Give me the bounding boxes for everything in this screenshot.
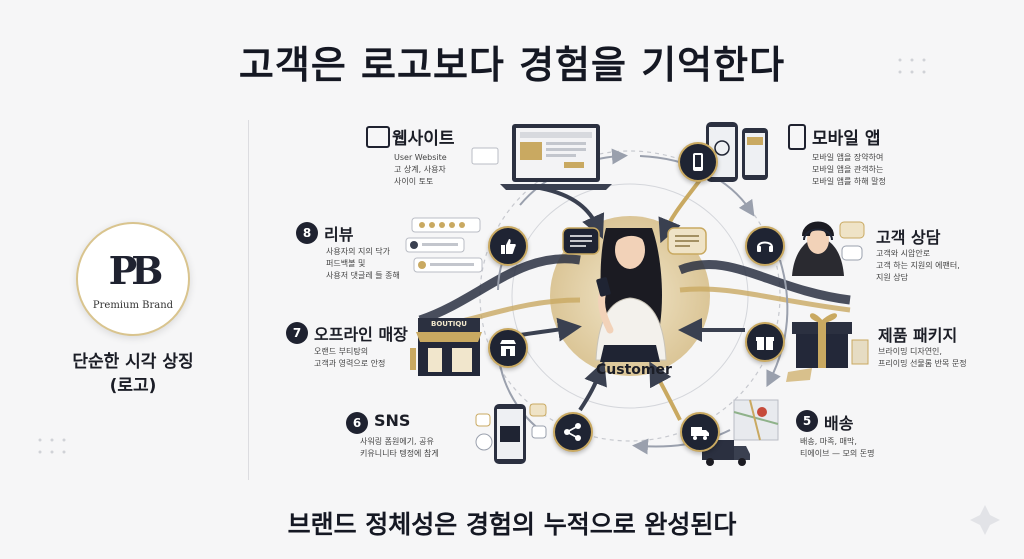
store-sign: BOUTIQU <box>431 320 467 328</box>
sns-phone-illustration <box>475 403 547 464</box>
decor-dots <box>38 58 926 454</box>
page-title: 고객은 로고보다 경험을 기억한다 <box>238 43 786 87</box>
package-desc: 브라이밍 디자연인, 프리이밍 선물롬 반목 문정 <box>878 347 967 368</box>
smartphone-icon <box>693 153 703 171</box>
flow-ribbon-right-gold <box>679 286 851 313</box>
offline-desc: 오랜드 부티탕의 고객과 영력으로 안정 <box>314 347 386 368</box>
website-desc: User Website 고 상계, 사용자 사이이 토토 <box>394 153 447 186</box>
logo-caption: 단순한 시각 상징 (로고) <box>72 352 194 396</box>
outer-orbit <box>479 150 781 442</box>
mobile-desc: 모바일 앱을 장약하여 모바일 앱을 관객하는 모바일 앱를 하해 말정 <box>812 153 886 186</box>
thumbs-up-icon <box>501 239 516 254</box>
delivery-illustration <box>702 399 779 466</box>
support-desc: 고객와 시압안로 고객 하는 지원의 에팬터, 지원 상담 <box>876 249 960 282</box>
spoke-sns <box>578 360 607 412</box>
review-node[interactable] <box>488 226 528 266</box>
customer-figure <box>595 228 667 362</box>
sns-label: SNS <box>374 411 411 430</box>
sns-desc: 사워링 폼원에기, 공유 키유니니타 텡정에 참게 <box>360 437 439 458</box>
share-icon <box>564 423 581 441</box>
spoke-delivery <box>649 361 682 421</box>
boutique-store-illustration <box>410 318 482 376</box>
spoke-offline <box>519 317 582 342</box>
delivery-badge: 5 <box>796 410 818 432</box>
flow-ribbon-right <box>678 260 851 305</box>
website-label: 웹사이트 <box>392 129 455 149</box>
chat-bubble-right-icon <box>667 227 707 255</box>
divider <box>248 120 249 480</box>
review-cards-illustration <box>405 217 483 273</box>
delivery-label: 배송 <box>824 414 854 433</box>
storefront-icon <box>500 340 516 356</box>
brand-logo: PB Premium Brand <box>76 222 190 336</box>
logo-mark: PB <box>108 248 164 293</box>
delivery-desc: 배송, 마족, 매막, 티에이브 — 모의 돈명 <box>800 437 875 458</box>
monitor-icon <box>366 126 390 148</box>
spoke-website <box>539 186 605 239</box>
mobile-node[interactable] <box>678 142 718 182</box>
spoke-mobile <box>658 178 702 244</box>
sns-node[interactable] <box>553 412 593 452</box>
review-desc: 사용자의 지의 닥가 퍼드백볼 및 사용저 댓글레 들 종해 <box>326 247 400 280</box>
review-badge: 8 <box>296 222 318 244</box>
review-label: 리뷰 <box>324 225 354 244</box>
package-label: 제품 패키지 <box>878 326 958 345</box>
gift-icon <box>756 337 774 350</box>
chat-bubble-left-icon <box>562 227 600 255</box>
package-node[interactable] <box>745 322 785 362</box>
support-node[interactable] <box>745 226 785 266</box>
flow-ribbon-left <box>418 254 581 325</box>
page-subtitle: 브랜드 정체성은 경험의 누적으로 완성된다 <box>287 510 737 539</box>
sns-badge: 6 <box>346 412 368 434</box>
support-agent-illustration <box>792 221 865 276</box>
logo-brand-name: Premium Brand <box>92 300 174 311</box>
offline-store-node[interactable] <box>488 328 528 368</box>
laptop-illustration <box>471 124 612 190</box>
gift-package-illustration <box>786 313 869 382</box>
delivery-node[interactable] <box>680 412 720 452</box>
support-label: 고객 상담 <box>876 228 941 247</box>
customer-label: Customer <box>596 362 672 378</box>
truck-icon <box>691 427 709 440</box>
mobile-icon <box>788 124 806 150</box>
sparkle-icon <box>970 505 1000 535</box>
offline-badge: 7 <box>286 322 308 344</box>
arrow-right <box>766 259 789 388</box>
headset-icon <box>757 241 773 252</box>
mobile-label: 모바일 앱 <box>812 129 881 149</box>
offline-label: 오프라인 매장 <box>314 325 408 344</box>
